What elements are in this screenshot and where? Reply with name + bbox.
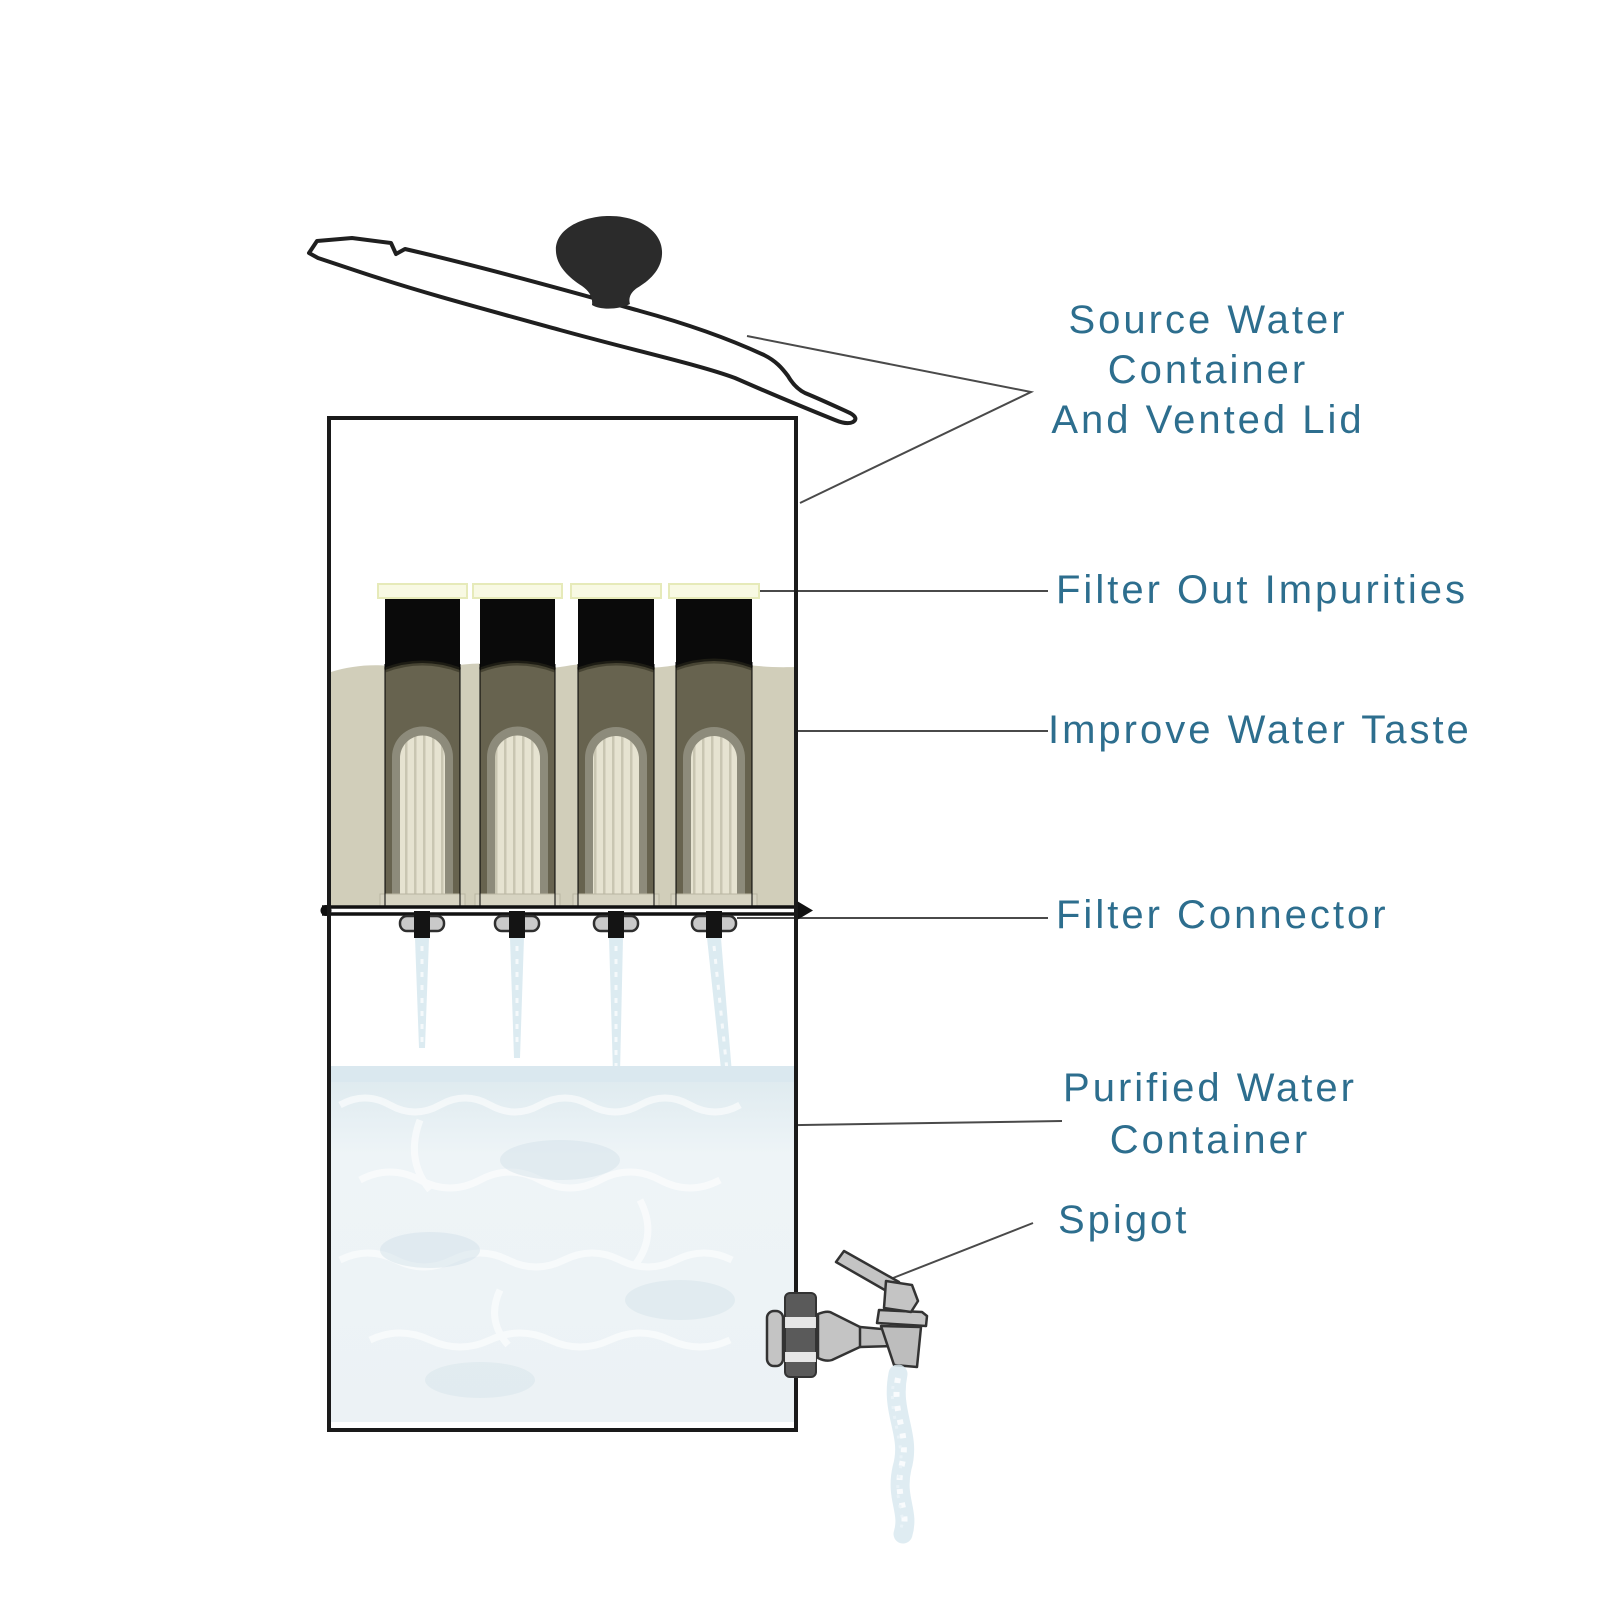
label-line: Source Water [1068, 298, 1348, 342]
filter-unit-4 [668, 583, 760, 908]
filter-cap [472, 583, 563, 599]
connector-stem [608, 911, 624, 938]
spigot-inner-knob [765, 1309, 785, 1368]
filter-unit-2 [472, 583, 563, 908]
connector-stem [414, 911, 430, 938]
spigot-flange-slit [785, 1352, 816, 1362]
filter-base [572, 893, 660, 908]
purified-water-surface [331, 1066, 795, 1082]
connector-stem [509, 911, 525, 938]
label-improve-water-taste: Improve Water Taste [1048, 708, 1472, 752]
water-stream [609, 938, 623, 1074]
filter-base [670, 893, 758, 908]
label-line: Purified Water [1063, 1066, 1357, 1110]
cartridge-pleats [495, 735, 540, 897]
connector-stem [706, 911, 722, 938]
cartridge-pleats [691, 736, 737, 897]
cartridge-pleats [593, 736, 639, 897]
label-line: Container [1107, 348, 1309, 392]
filter-cap [668, 583, 760, 599]
label-spigot: Spigot [1058, 1198, 1190, 1242]
label-line: Container [1109, 1118, 1311, 1162]
purified-water [331, 1066, 795, 1422]
leader-spigot [892, 1222, 1034, 1279]
filter-waterline-rim [577, 660, 655, 673]
spigot-collar [875, 1308, 929, 1328]
label-line: And Vented Lid [1051, 398, 1365, 442]
spigot-bell [816, 1310, 864, 1362]
filter-waterline-rim [479, 660, 556, 673]
lid-knob [555, 215, 663, 309]
filter-waterline-rim [675, 658, 753, 671]
lid-blade [307, 236, 858, 426]
filter-base [379, 893, 466, 908]
cartridge-pleats [400, 735, 445, 897]
label-filter-out-impurities: Filter Out Impurities [1056, 568, 1468, 612]
filter-cap [570, 583, 662, 599]
label-source-water: Source Water Container And Vented Lid [1002, 295, 1414, 445]
plate-end-arrow [797, 901, 813, 920]
leader-source-water [746, 335, 1035, 504]
filter-streams [415, 938, 733, 1088]
vented-lid [307, 215, 858, 426]
water-caustics [338, 1094, 742, 1351]
spigot-flange-slit [785, 1317, 816, 1328]
spigot-stream [886, 1364, 915, 1544]
filter-connector [493, 911, 541, 938]
filter-connector [690, 911, 738, 938]
stream-sparkle [420, 945, 730, 1081]
water-shadows [380, 1140, 735, 1398]
filter-connector [592, 911, 640, 938]
filter-cap [377, 583, 468, 599]
spigot-valve-body [879, 1324, 923, 1369]
label-filter-connector: Filter Connector [1056, 893, 1389, 937]
spigot-flange [784, 1292, 817, 1378]
filter-base [474, 893, 561, 908]
water-stream [415, 938, 429, 1048]
spigot-handle-head [882, 1279, 920, 1314]
filter-unit-3 [570, 583, 662, 908]
spigot [765, 1249, 929, 1544]
container-outline [327, 416, 798, 1432]
filter-unit-1 [377, 583, 468, 908]
filter-waterline-rim [384, 660, 461, 673]
label-purified-water-container: Purified Water Container [1040, 1062, 1380, 1166]
filter-connector [398, 911, 446, 938]
filter-connectors [398, 911, 738, 938]
